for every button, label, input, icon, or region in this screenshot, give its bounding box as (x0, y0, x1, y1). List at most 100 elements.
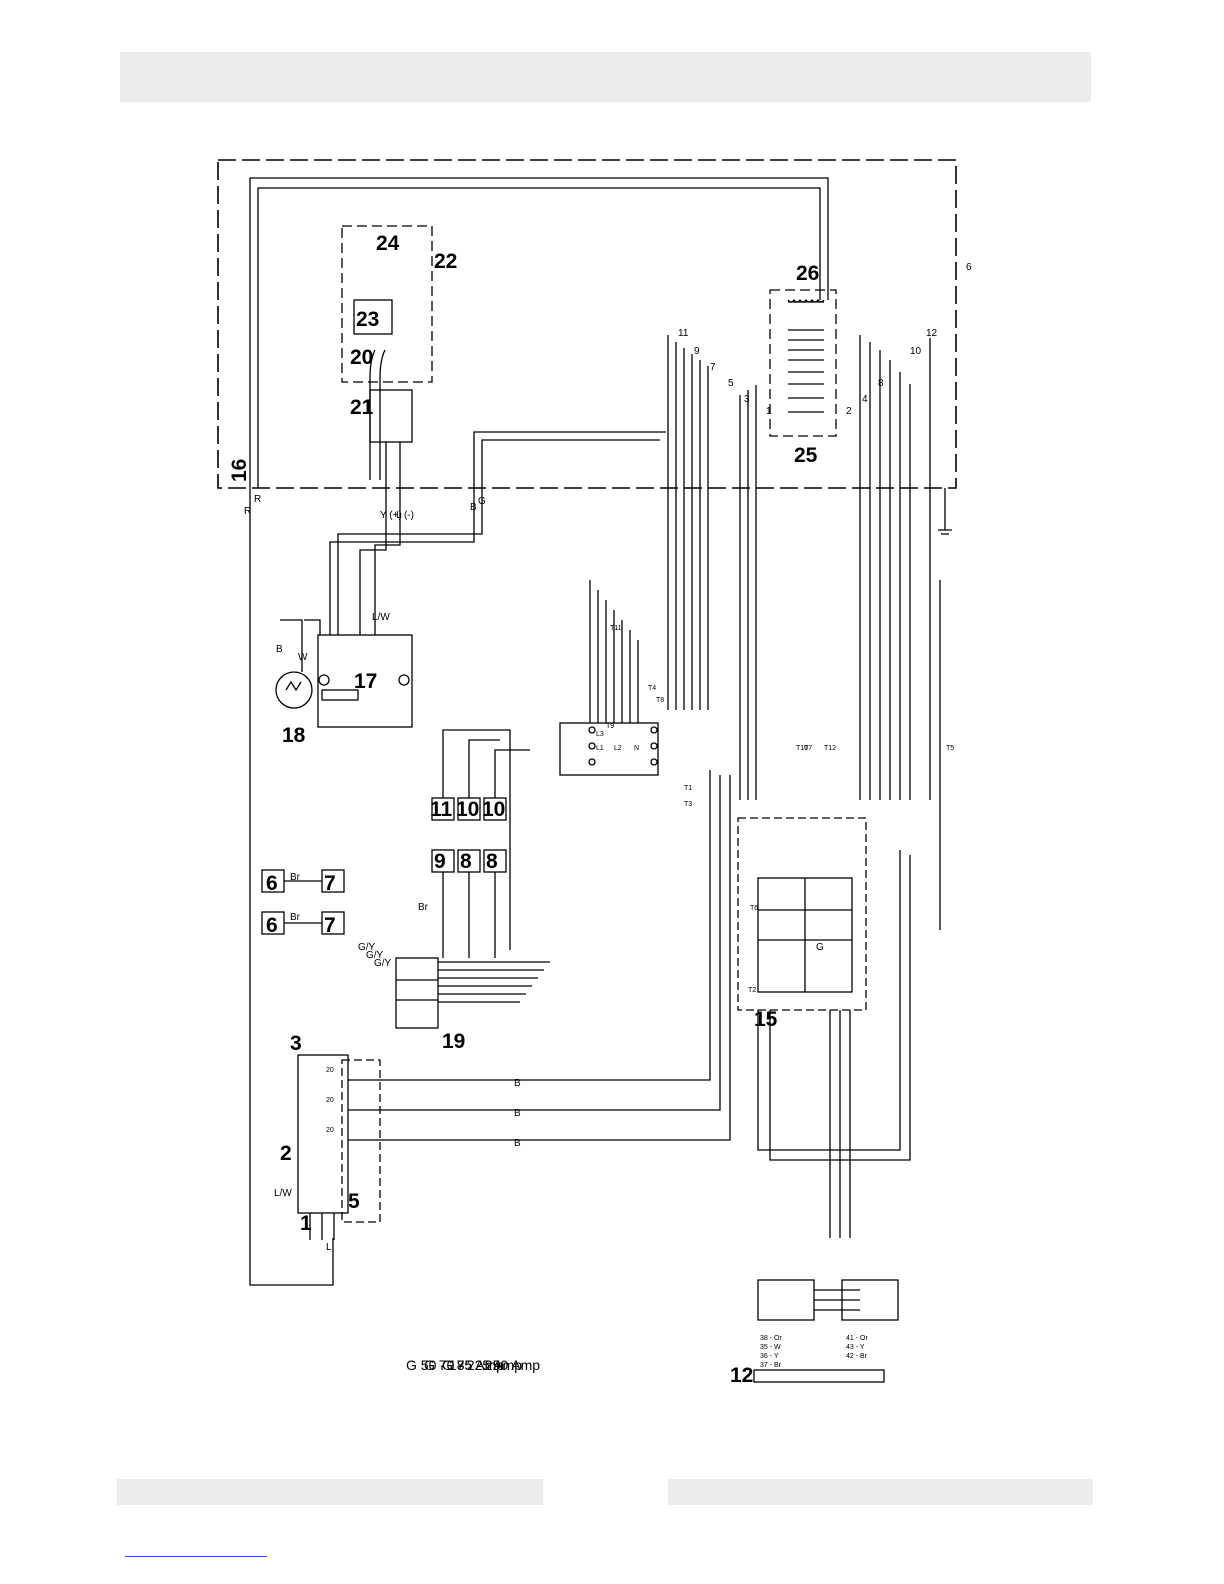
lead-2: 2 (846, 406, 852, 417)
wire-lw-1: L/W (274, 1188, 292, 1199)
wire-b-c: B (514, 1138, 521, 1149)
wire-t8: T8 (656, 697, 664, 704)
lead-1: 1 (766, 406, 772, 417)
lead-5: 5 (728, 378, 734, 389)
wire-l-1: L (326, 1242, 332, 1253)
wire-b-b: B (514, 1108, 521, 1119)
lead-4: 4 (862, 394, 868, 405)
label-18: 18 (282, 724, 306, 747)
wire-t9: T9 (606, 723, 614, 730)
wire-lw-2: L/W (372, 612, 390, 623)
wire-br-1: Br (290, 872, 301, 883)
wire-t1: T1 (684, 785, 692, 792)
wire-br-2: Br (290, 912, 301, 923)
label-11: 11 (430, 798, 453, 821)
rectifier-23 (353, 299, 393, 335)
wire-t11: T11 (610, 625, 622, 632)
terminal-l3: L3 (596, 731, 604, 738)
label-25: 25 (794, 444, 818, 467)
label-5: 5 (348, 1190, 360, 1213)
label-16: 16 (228, 459, 251, 482)
wire-t6: T6 (750, 905, 758, 912)
wire-t12: T12 (824, 745, 836, 752)
terminal-l1: L1 (596, 745, 604, 752)
wire-g-main: G (478, 496, 486, 507)
legend-41-or: 41 - Or (846, 1335, 868, 1342)
amp-rating-50: G 50 - 175 Amp (406, 1357, 504, 1373)
legend-43-y: 43 - Y (846, 1344, 865, 1351)
wire-y-pos: Y (+) (380, 510, 402, 521)
wire-t10: T10 (796, 745, 808, 752)
receptacle-panel (753, 1369, 885, 1383)
wire-br-9: Br (418, 902, 429, 913)
wire-w-18: W (298, 652, 308, 663)
lead-3: 3 (744, 394, 750, 405)
voltage-regulator-17 (317, 634, 413, 728)
lead-11: 11 (678, 328, 689, 339)
output-terminal-block (559, 722, 659, 776)
amp-rating-70: G 70 - 225 Amp (424, 1357, 522, 1373)
label-26: 26 (796, 262, 819, 285)
wire-t2: T2 (748, 987, 756, 994)
wire-gy-1: G/Y (358, 942, 376, 953)
label-1: 1 (300, 1212, 312, 1235)
wire-l-neg: L (-) (396, 510, 414, 521)
label-21: 21 (350, 396, 374, 419)
wire-t3: T3 (684, 801, 692, 808)
sensor-18 (275, 671, 313, 709)
wire-r-2: R (254, 494, 261, 505)
wire-t5: T5 (946, 745, 954, 752)
label-7b: 7 (324, 914, 336, 937)
wire-t4: T4 (648, 685, 656, 692)
stator-box (769, 289, 837, 437)
lead-7: 7 (710, 362, 716, 373)
legend-42-br: 42 - Br (846, 1353, 868, 1360)
lead-10: 10 (910, 346, 922, 357)
label-12: 12 (730, 1364, 753, 1387)
label-2: 2 (280, 1142, 292, 1165)
wire-t7: T7 (804, 745, 812, 752)
wire-b-main: B (470, 502, 477, 513)
label-19: 19 (442, 1030, 465, 1053)
voltage-selector-15 (737, 817, 867, 1011)
breaker-rating-c: 20 (326, 1127, 334, 1134)
label-23: 23 (356, 308, 379, 331)
wire-gy-2: G/Y (366, 950, 384, 961)
header-band (120, 52, 1091, 102)
label-8b: 8 (486, 850, 498, 873)
terminal-n: N (634, 745, 639, 752)
legend-38-or: 38 - Or (760, 1335, 782, 1342)
generator-frame (217, 159, 957, 489)
label-6a: 6 (266, 872, 278, 895)
amp-rating-85: G 85 - 250 Amp (442, 1357, 540, 1373)
wire-b-18: B (276, 644, 283, 655)
label-17: 17 (354, 670, 377, 693)
breaker-rating-b: 20 (326, 1097, 334, 1104)
wire-r-1: R (244, 506, 251, 517)
footer-band-right (668, 1479, 1093, 1505)
label-24: 24 (376, 232, 400, 255)
excitation-box (341, 225, 433, 383)
switch-g: G (816, 942, 824, 953)
label-22: 22 (434, 250, 457, 273)
label-7a: 7 (324, 872, 336, 895)
label-8a: 8 (460, 850, 472, 873)
terminal-l2: L2 (614, 745, 622, 752)
wire-b-a: B (514, 1078, 521, 1089)
label-20: 20 (350, 346, 373, 369)
fuse-5 (341, 1059, 381, 1223)
legend-37-br: 37 - Br (760, 1362, 782, 1369)
label-10b: 10 (482, 798, 505, 821)
label-10a: 10 (456, 798, 479, 821)
footer-band-left (117, 1479, 543, 1505)
footer-link-underline[interactable] (125, 1556, 267, 1557)
label-9: 9 (434, 850, 446, 873)
label-3: 3 (290, 1032, 302, 1055)
stator-windings (787, 298, 825, 413)
breaker-2 (297, 1054, 349, 1214)
lead-9: 9 (694, 346, 700, 357)
wiring-schematic: 16 24 22 23 20 21 26 25 17 18 6 6 7 7 9 … (217, 159, 972, 1387)
lead-8: 8 (878, 378, 884, 389)
label-15: 15 (754, 1008, 778, 1031)
breaker-rating-a: 20 (326, 1067, 334, 1074)
